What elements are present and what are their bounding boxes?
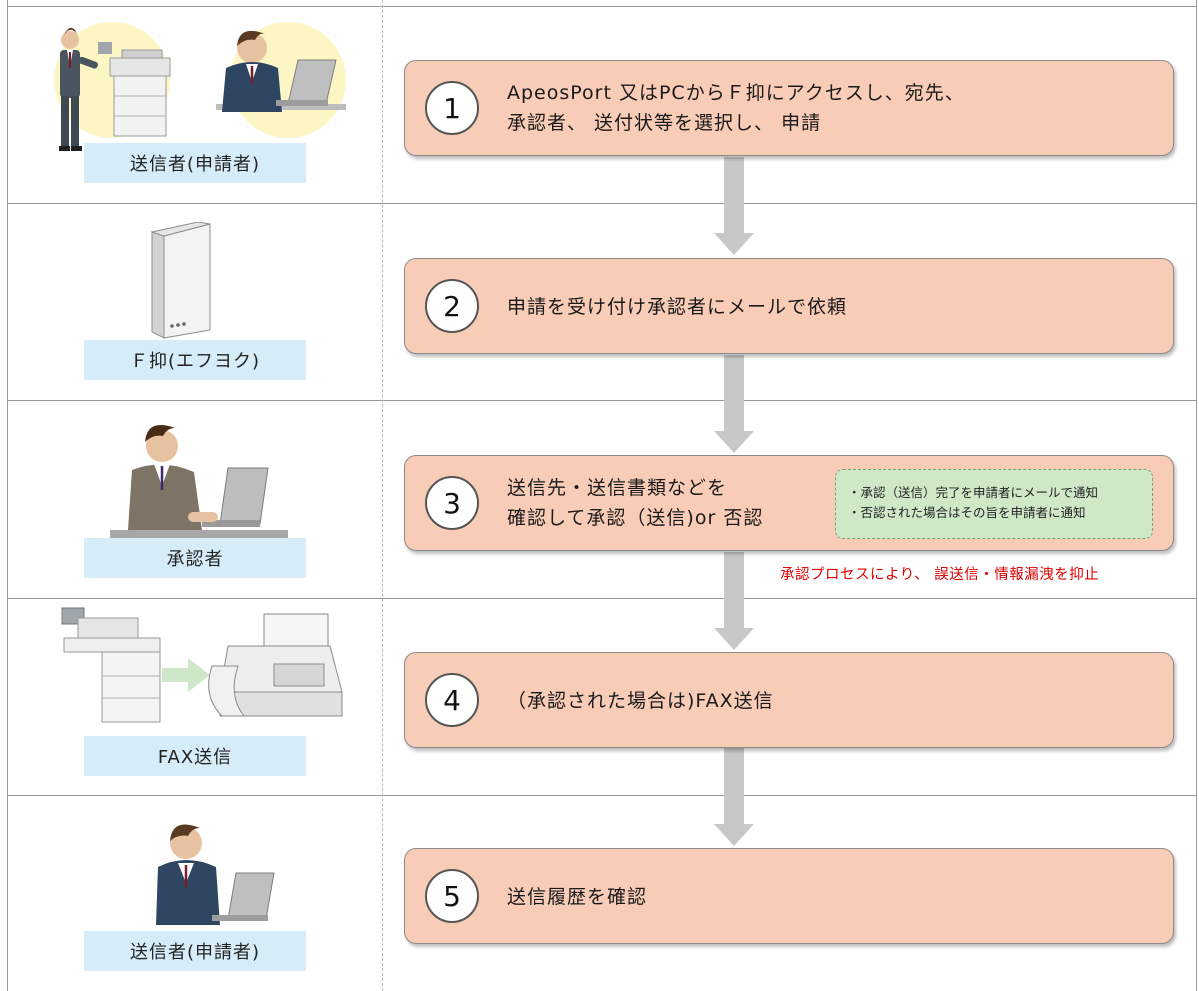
step-5-line-1: 送信履歴を確認 [507,886,648,908]
step-4-box: 4 （承認された場合は)FAX送信 [404,652,1174,748]
sender-illustration [156,824,275,925]
step-1-text: ApeosPort 又はPCからＦ抑にアクセスし、宛先、 承認者、 送付状等を選… [507,78,965,138]
flow-arrow-icon [162,658,210,692]
step-5-text: 送信履歴を確認 [507,882,647,912]
step-3-line-1: 送信先・送信書類などを [507,477,728,499]
step-3-number: 3 [425,476,479,530]
step-3-text: 送信先・送信書類などを 確認して承認（送信)or 否認 [507,473,763,533]
row-1-role-label: 送信者(申請者) [84,143,306,183]
step-3-box: 3 送信先・送信書類などを 確認して承認（送信)or 否認 ・承認（送信）完了を… [404,455,1174,551]
step-5-box: 5 送信履歴を確認 [404,848,1174,944]
note-line-2: ・否認された場合はその旨を申請者に通知 [848,505,1086,520]
approval-warning: 承認プロセスにより、 誤送信・情報漏洩を抑止 [780,567,1100,583]
column-divider [382,0,383,991]
server-tower-icon [150,222,211,339]
person-laptop-icon [156,824,275,925]
row-3-role-label: 承認者 [84,538,306,578]
flow-arrow-icon [714,552,754,652]
row-2-role-label: Ｆ抑(エフヨク) [84,340,306,380]
flow-arrow-icon [714,748,754,848]
person-laptop-icon [216,30,346,112]
step-1-line-1: ApeosPort 又はPCからＦ抑にアクセスし、宛先、 [507,82,965,104]
row-divider [7,400,1197,401]
row-divider [7,598,1197,599]
multifunction-printer-icon [61,607,161,723]
row-4-role-label: FAX送信 [84,736,306,776]
row-divider [7,203,1197,204]
row-5-role-label: 送信者(申請者) [84,931,306,971]
note-line-1: ・承認（送信）完了を申請者にメールで通知 [848,485,1099,500]
flow-arrow-icon [714,355,754,455]
step-1-number: 1 [425,81,479,135]
step-2-box: 2 申請を受け付け承認者にメールで依頼 [404,258,1174,354]
step-2-text: 申請を受け付け承認者にメールで依頼 [507,292,847,322]
fax-illustration [61,607,343,723]
flow-arrow-icon [714,157,754,257]
step-4-text: （承認された場合は)FAX送信 [507,686,774,716]
step-5-number: 5 [425,869,479,923]
step-1-box: 1 ApeosPort 又はPCからＦ抑にアクセスし、宛先、 承認者、 送付状等… [404,60,1174,156]
row-divider [7,795,1197,796]
sender-illustration [54,22,346,151]
step-2-number: 2 [425,279,479,333]
fax-machine-icon [208,613,343,717]
person-laptop-icon [110,425,288,538]
notification-note: ・承認（送信）完了を申請者にメールで通知 ・否認された場合はその旨を申請者に通知 [835,469,1153,539]
row-divider [7,6,1197,7]
server-illustration [150,222,211,339]
approver-illustration [110,425,288,538]
step-2-line-1: 申請を受け付け承認者にメールで依頼 [507,296,848,318]
step-3-line-2: 確認して承認（送信)or 否認 [507,507,764,529]
step-1-line-2: 承認者、 送付状等を選択し、 申請 [507,112,822,134]
step-4-number: 4 [425,673,479,727]
multifunction-printer-icon [98,42,171,137]
diagram-frame [7,0,1197,991]
step-4-line-1: （承認された場合は)FAX送信 [507,690,774,712]
person-standing-icon [59,27,98,151]
